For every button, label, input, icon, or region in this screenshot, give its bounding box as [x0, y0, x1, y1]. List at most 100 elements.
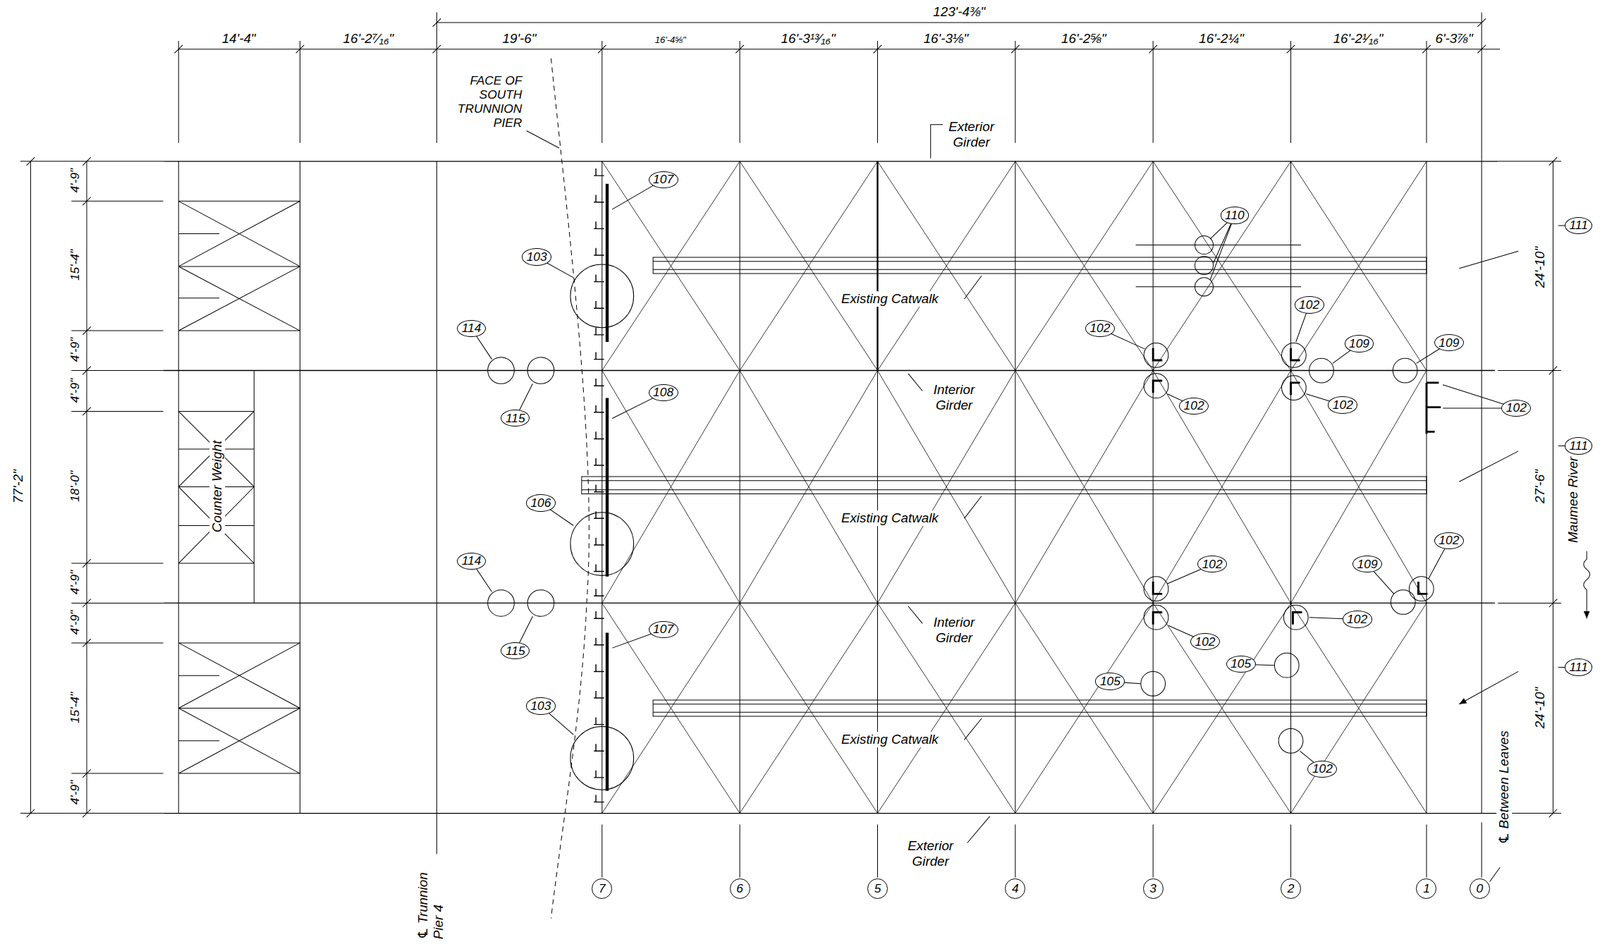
callout-text: 102: [1312, 762, 1333, 775]
drawing-label: Exterior Girder: [906, 839, 955, 870]
rotated-label: 24'-10": [1532, 245, 1548, 290]
drawing-label: 16'-2¹⁄₁₆": [1332, 31, 1385, 47]
callout-text: 102: [1202, 558, 1223, 571]
grid-bubble: 7: [591, 878, 613, 900]
rotated-label: ℄ Trunnion Pier 4: [415, 854, 446, 942]
drawing-label: 16'-4⅝": [653, 34, 688, 46]
callout-text: 105: [1100, 675, 1121, 688]
drawing-label: 16'-2⁷⁄₁₆": [342, 31, 396, 47]
callout-text: 109: [1348, 337, 1370, 350]
grid-number: 0: [1475, 882, 1483, 895]
rotated-label: 4'-9": [68, 608, 83, 637]
callout-number: 108: [648, 384, 679, 402]
grid-bubble: 1: [1415, 878, 1437, 900]
grid-bubble: 5: [867, 878, 888, 900]
grid-number: 6: [736, 882, 744, 895]
drawing-label: Existing Catwalk: [839, 731, 940, 748]
callout-number: 102: [1307, 760, 1337, 778]
callout-number: 109: [1352, 555, 1383, 573]
callout-text: 102: [1346, 613, 1368, 626]
rotated-label: 4'-9": [68, 779, 83, 807]
drawing-label: 123'-4⅜": [931, 4, 987, 21]
callout-number: 114: [456, 552, 486, 570]
callout-text: 102: [1332, 399, 1354, 412]
drawing-label: 6'-3⅞": [1434, 31, 1475, 47]
callout-text: 115: [505, 412, 526, 425]
callout-text: 107: [652, 173, 674, 186]
drawing-label: 16'-2⅝": [1059, 31, 1108, 47]
callout-text: 105: [1230, 657, 1251, 670]
callout-text: 102: [1183, 399, 1205, 412]
callout-text: 102: [1438, 534, 1459, 547]
callout-number: 102: [1294, 296, 1325, 314]
callout-number: 102: [1434, 532, 1464, 550]
grid-number: 5: [874, 882, 882, 895]
callout-number: 102: [1342, 610, 1373, 628]
rotated-label: 4'-9": [68, 377, 83, 405]
drawing-label: Interior Girder: [932, 382, 977, 414]
callout-number: 107: [648, 621, 679, 639]
callout-text: 103: [526, 251, 548, 264]
callout-number: 111: [1564, 437, 1593, 455]
drawing-label: 16'-3¹³⁄₁₆": [779, 31, 838, 47]
callout-text: 108: [652, 386, 674, 399]
callout-number: 102: [1327, 396, 1358, 414]
drawing-label: Exterior Girder: [947, 119, 996, 150]
callout-text: 102: [1506, 401, 1527, 414]
drawing-label: Existing Catwalk: [839, 510, 940, 527]
grid-number: 7: [598, 882, 606, 895]
drawing-label: Existing Catwalk: [839, 291, 940, 307]
callout-text: 102: [1195, 636, 1216, 649]
callout-number: 114: [456, 320, 486, 338]
grid-number: 1: [1423, 882, 1431, 895]
callout-number: 102: [1190, 633, 1220, 651]
callout-number: 115: [500, 409, 530, 427]
grid-number: 4: [1011, 882, 1019, 895]
drawing-label: FACE OF SOUTH TRUNNION PIER: [456, 74, 524, 131]
callout-text: 111: [1568, 440, 1588, 453]
grid-bubble: 2: [1280, 878, 1302, 900]
drawing-label: 16'-3⅛": [922, 31, 971, 47]
callout-number: 103: [526, 697, 556, 715]
rotated-label: Counter Weight: [209, 439, 225, 534]
callout-text: 106: [530, 497, 551, 510]
callout-number: 102: [1501, 399, 1531, 417]
rotated-label: 77'-2": [10, 468, 27, 505]
callout-text: 103: [530, 700, 551, 713]
rotated-label: Maumee River: [1566, 455, 1582, 545]
callout-number: 102: [1085, 320, 1115, 338]
callout-text: 115: [505, 645, 526, 658]
callout-number: 105: [1095, 672, 1125, 690]
callout-number: 115: [500, 642, 530, 660]
callout-text: 102: [1089, 322, 1110, 335]
callout-text: 107: [652, 623, 674, 636]
rotated-label: 4'-9": [68, 569, 83, 597]
rotated-label: 4'-9": [68, 167, 83, 195]
rotated-label: 4'-9": [68, 336, 83, 364]
callout-text: 111: [1568, 661, 1588, 674]
rotated-label: ℄ Between Leaves: [1496, 729, 1512, 847]
rotated-label: 15'-4": [68, 691, 83, 725]
grid-bubble: 0: [1469, 878, 1490, 900]
callout-number: 111: [1564, 658, 1593, 676]
callout-text: 102: [1298, 298, 1320, 311]
drawing-label: 16'-2¼": [1197, 31, 1246, 47]
callout-text: 114: [461, 554, 482, 567]
callout-text: 114: [461, 322, 482, 335]
drawing-label: 14'-4": [220, 31, 258, 47]
callout-number: 103: [521, 248, 552, 266]
callout-number: 102: [1197, 555, 1227, 573]
rotated-label: 15'-4": [68, 248, 83, 283]
grid-number: 3: [1149, 882, 1157, 895]
callout-number: 109: [1344, 334, 1375, 352]
callout-number: 102: [1179, 397, 1209, 415]
grid-number: 2: [1287, 882, 1295, 895]
callout-number: 111: [1564, 217, 1593, 235]
callout-text: 111: [1568, 219, 1588, 232]
callout-number: 105: [1226, 655, 1256, 673]
callout-number: 106: [526, 494, 556, 512]
callout-text: 110: [1224, 209, 1245, 222]
drawing-label: Interior Girder: [932, 615, 977, 646]
